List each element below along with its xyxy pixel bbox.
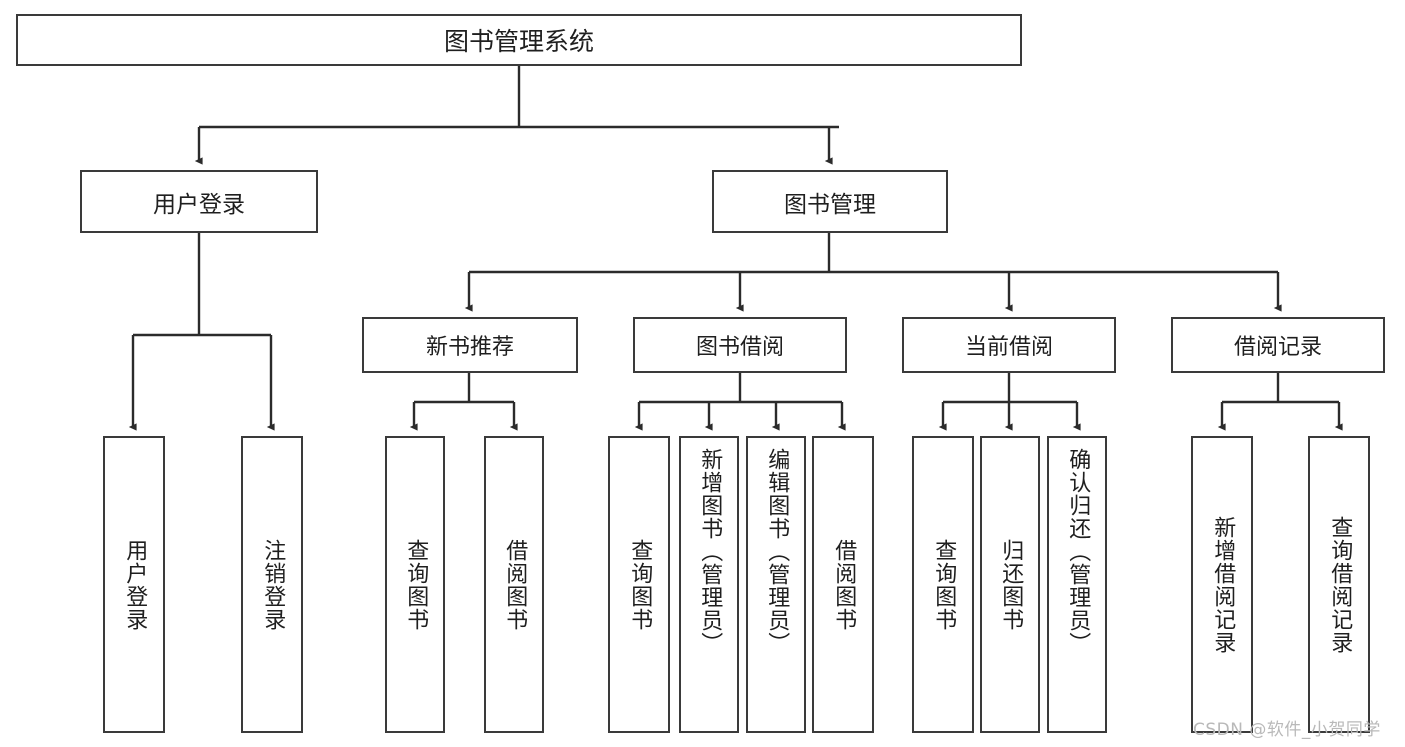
node-book-borrow[interactable]: 图书借阅	[633, 317, 847, 373]
leaf-label: 注销登录	[260, 538, 286, 631]
leaf-label: 新增图书（管理员）	[697, 448, 723, 655]
leaf-borrow-add-book-admin[interactable]: 新增图书（管理员）	[679, 436, 739, 733]
leaf-label: 确认归还（管理员）	[1065, 448, 1091, 655]
leaf-label: 借阅图书	[831, 538, 857, 631]
node-new-book-recommend[interactable]: 新书推荐	[362, 317, 578, 373]
leaf-label: 查询图书	[931, 538, 957, 631]
leaf-label: 借阅图书	[502, 538, 528, 631]
leaf-label: 用户登录	[122, 538, 148, 631]
node-user-login[interactable]: 用户登录	[80, 170, 318, 233]
leaf-record-query-record[interactable]: 查询借阅记录	[1308, 436, 1370, 733]
node-new-book-recommend-label: 新书推荐	[425, 335, 514, 360]
leaf-label: 编辑图书（管理员）	[764, 448, 790, 655]
node-root-label: 图书管理系统	[443, 27, 594, 56]
node-book-management-label: 图书管理	[784, 191, 876, 218]
leaf-current-return-book[interactable]: 归还图书	[980, 436, 1040, 733]
node-borrow-record-label: 借阅记录	[1233, 335, 1322, 360]
node-user-login-label: 用户登录	[153, 191, 245, 218]
node-current-borrow-label: 当前借阅	[964, 335, 1053, 360]
leaf-user-login-login[interactable]: 用户登录	[103, 436, 165, 733]
leaf-current-query-book[interactable]: 查询图书	[912, 436, 974, 733]
node-book-management[interactable]: 图书管理	[712, 170, 948, 233]
leaf-record-add-record[interactable]: 新增借阅记录	[1191, 436, 1253, 733]
leaf-label: 查询图书	[627, 538, 653, 631]
leaf-label: 新增借阅记录	[1210, 515, 1236, 654]
leaf-label: 查询图书	[403, 538, 429, 631]
watermark: CSDN @软件_小贺同学	[1193, 720, 1381, 740]
node-current-borrow[interactable]: 当前借阅	[902, 317, 1116, 373]
leaf-recommend-query-book[interactable]: 查询图书	[385, 436, 445, 733]
node-borrow-record[interactable]: 借阅记录	[1171, 317, 1385, 373]
leaf-label: 归还图书	[998, 538, 1024, 631]
leaf-label: 查询借阅记录	[1327, 515, 1353, 654]
node-book-borrow-label: 图书借阅	[695, 335, 784, 360]
leaf-borrow-borrow-book[interactable]: 借阅图书	[812, 436, 874, 733]
leaf-current-confirm-return-admin[interactable]: 确认归还（管理员）	[1047, 436, 1107, 733]
node-root[interactable]: 图书管理系统	[16, 14, 1022, 66]
leaf-recommend-borrow-book[interactable]: 借阅图书	[484, 436, 544, 733]
leaf-user-login-logout[interactable]: 注销登录	[241, 436, 303, 733]
leaf-borrow-query-book[interactable]: 查询图书	[608, 436, 670, 733]
leaf-borrow-edit-book-admin[interactable]: 编辑图书（管理员）	[746, 436, 806, 733]
